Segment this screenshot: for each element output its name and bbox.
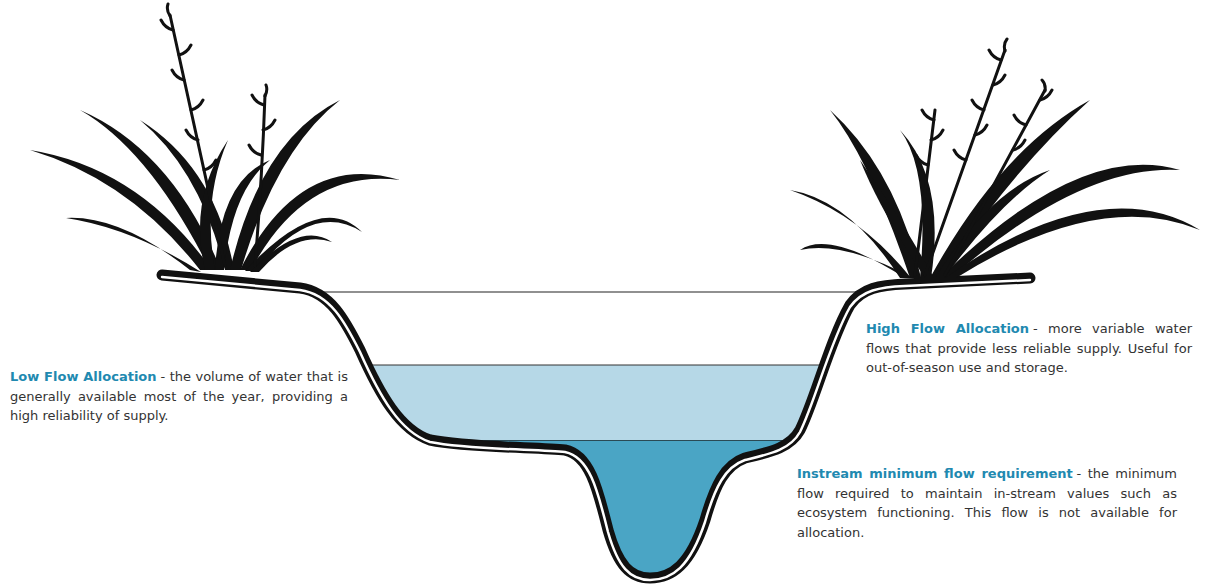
flax-plant-right	[790, 100, 1200, 278]
callout-heading: Instream minimum flow requirement	[797, 466, 1073, 481]
bank-full-line	[280, 291, 920, 292]
channel-bed	[162, 275, 1030, 578]
flax-flowers-left	[161, 4, 275, 266]
callout-heading: Low Flow Allocation	[10, 369, 157, 384]
low-flow-callout: Low Flow Allocation- the volume of water…	[10, 367, 348, 426]
water-levels	[280, 292, 920, 586]
callout-heading: High Flow Allocation	[866, 321, 1029, 336]
flax-flowers-right	[915, 39, 1052, 275]
low-flow-line	[280, 440, 920, 441]
flax-plant-left	[30, 100, 400, 272]
minimum-flow-callout: Instream minimum flow requirement- the m…	[797, 464, 1177, 542]
channel-bed-highlight	[162, 277, 1030, 580]
high-flow-callout: High Flow Allocation- more variable wate…	[866, 319, 1192, 378]
